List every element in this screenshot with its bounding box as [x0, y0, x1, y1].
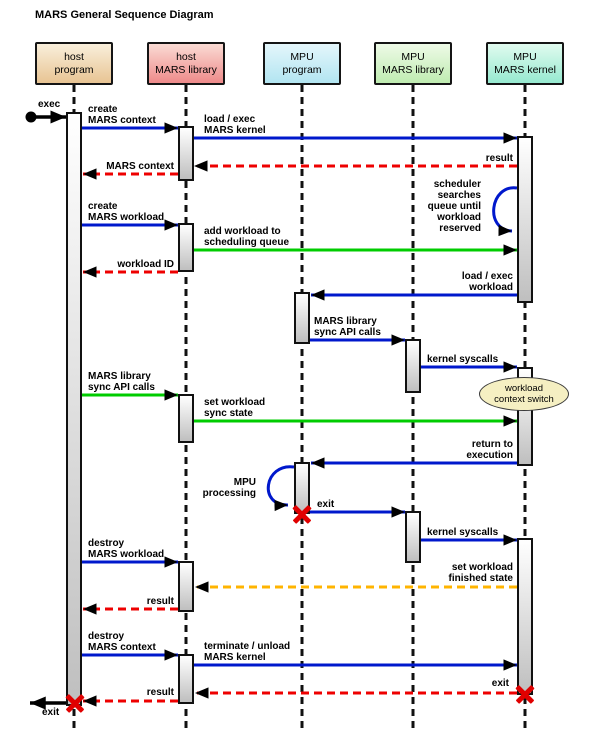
activation-mpu-kernel-3 — [517, 538, 533, 695]
actor-host-program: host program — [35, 42, 113, 85]
mpu-processing-self-loop — [266, 465, 295, 512]
activation-host-library-2 — [178, 223, 194, 272]
activation-mpu-kernel-1 — [517, 136, 533, 303]
label-load-exec-workload: load / exec workload — [461, 271, 513, 293]
activation-mpu-library-2 — [405, 511, 421, 563]
label-mpu-processing: MPU processing — [202, 477, 256, 499]
workload-context-switch-note: workload context switch — [479, 377, 569, 411]
label-result-2: result — [146, 596, 174, 607]
actor-mpu-program: MPU program — [263, 42, 341, 85]
label-return-to-execution: return to execution — [466, 439, 513, 461]
label-exit-kernel: exit — [491, 678, 509, 689]
label-create-context: create MARS context — [88, 104, 156, 126]
label-destroy-workload: destroy MARS workload — [88, 538, 165, 560]
actor-host-mars-library: host MARS library — [147, 42, 225, 85]
activation-host-library-1 — [178, 126, 194, 181]
start-node — [25, 111, 37, 123]
destroy-x-mpu-program — [291, 503, 313, 525]
diagram-title: MARS General Sequence Diagram — [35, 9, 214, 21]
label-exit-mpu: exit — [317, 499, 335, 510]
label-set-sync-state: set workload sync state — [204, 397, 266, 419]
actor-mpu-mars-kernel: MPU MARS kernel — [486, 42, 564, 85]
activation-host-library-3 — [178, 394, 194, 443]
activation-mpu-library-1 — [405, 339, 421, 393]
label-scheduler-note: scheduler searches queue until workload … — [427, 179, 481, 234]
label-workload-id: workload ID — [117, 259, 174, 270]
label-exec: exec — [38, 99, 61, 110]
label-load-exec-kernel: load / exec MARS kernel — [204, 114, 266, 136]
activation-mpu-program-1 — [294, 292, 310, 344]
destroy-x-mpu-kernel — [514, 683, 536, 705]
label-add-workload: add workload to scheduling queue — [204, 226, 290, 248]
activation-host-program — [66, 112, 82, 706]
actor-mpu-mars-library: MPU MARS library — [374, 42, 452, 85]
destroy-x-host-program — [64, 692, 86, 714]
label-result-1: result — [485, 153, 513, 164]
label-mars-context: MARS context — [106, 161, 174, 172]
label-kernel-syscalls-2: kernel syscalls — [427, 527, 499, 538]
label-kernel-syscalls-1: kernel syscalls — [427, 354, 499, 365]
activation-host-library-4 — [178, 561, 194, 612]
scheduler-self-loop — [492, 186, 518, 237]
label-result-3: result — [146, 687, 174, 698]
label-mars-lib-sync-2: MARS library sync API calls — [88, 371, 155, 393]
label-create-workload: create MARS workload — [88, 201, 165, 223]
label-destroy-context: destroy MARS context — [88, 631, 156, 653]
label-terminate-unload: terminate / unload MARS kernel — [204, 641, 291, 663]
label-mars-lib-sync-1: MARS library sync API calls — [314, 316, 381, 338]
activation-host-library-5 — [178, 654, 194, 704]
label-set-finished: set workload finished state — [448, 562, 513, 584]
label-exit-host: exit — [42, 707, 60, 718]
